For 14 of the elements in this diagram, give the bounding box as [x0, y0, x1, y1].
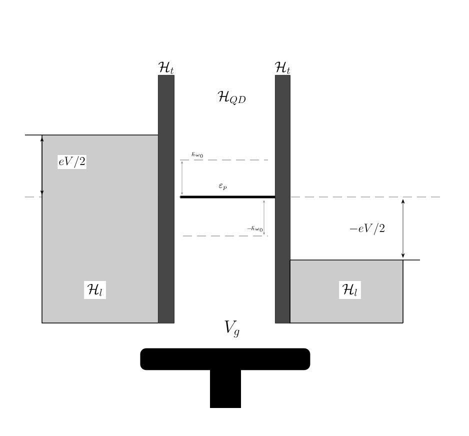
gate-electrode: $V_g$ — [140, 320, 310, 408]
energy-level: $\varepsilon_p$ — [180, 184, 276, 198]
math-label: $eV/2$ — [58, 155, 86, 169]
math-label: $\mathcal{H}_{QD}$ — [218, 91, 246, 105]
node-label: $\mathcal{H}_t$ — [158, 62, 174, 74]
node-label: $\varepsilon_p$ — [218, 184, 227, 190]
math-label: $-\hbar\omega_0$ — [247, 226, 262, 232]
node-label: $V_g$ — [224, 320, 240, 338]
reservoir-box: $\mathcal{H}_l$ — [290, 260, 404, 324]
tunnel-barrier: $\mathcal{H}_t$ — [158, 62, 174, 324]
tunnel-barrier: $\mathcal{H}_t$ — [274, 62, 290, 324]
node-label: $\mathcal{H}_t$ — [274, 62, 290, 74]
math-label: $-eV/2$ — [348, 222, 386, 236]
math-label: $\hbar\omega_0$ — [192, 152, 203, 158]
